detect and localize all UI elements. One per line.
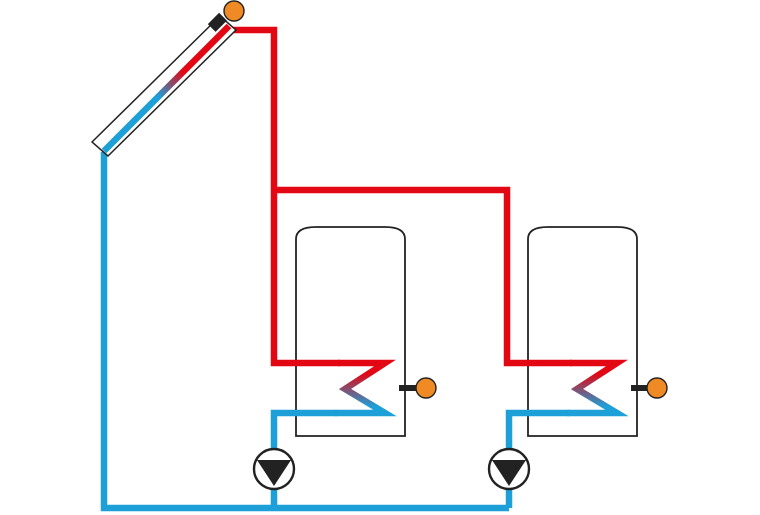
circulation-pump-1 — [252, 447, 296, 491]
storage-tank-2 — [527, 226, 638, 437]
sensor-icon — [415, 377, 437, 399]
tank-2-sensor — [631, 377, 668, 399]
pump-arrow — [492, 460, 526, 486]
tank-icon — [527, 226, 638, 437]
cold-line-pump-1-upper — [270, 409, 337, 449]
circulation-pump-2 — [487, 447, 531, 491]
hot-line-branch — [274, 186, 572, 367]
hot-supply-lines — [228, 26, 572, 367]
cold-line-pump-2-upper — [505, 409, 570, 449]
sensor-stem — [207, 12, 227, 32]
pump-arrow — [257, 460, 291, 486]
sensor-icon — [223, 0, 245, 22]
cold-return-lines — [100, 152, 570, 512]
coil-icon — [335, 359, 397, 417]
coil-icon — [567, 359, 629, 417]
sensor-stem — [399, 385, 417, 391]
hot-line-main — [228, 26, 340, 367]
collector-sensor — [207, 0, 245, 32]
sensor-icon — [646, 377, 668, 399]
solar-collector — [90, 14, 238, 158]
tank-1-sensor — [399, 377, 437, 399]
sensor-stem — [631, 385, 649, 391]
heat-exchanger-coil-1 — [335, 359, 397, 417]
storage-tank-1 — [295, 226, 406, 437]
heat-exchanger-coil-2 — [567, 359, 629, 417]
tank-icon — [295, 226, 406, 437]
collector-absorber-pipe — [101, 23, 232, 154]
cold-line-main — [100, 152, 509, 512]
